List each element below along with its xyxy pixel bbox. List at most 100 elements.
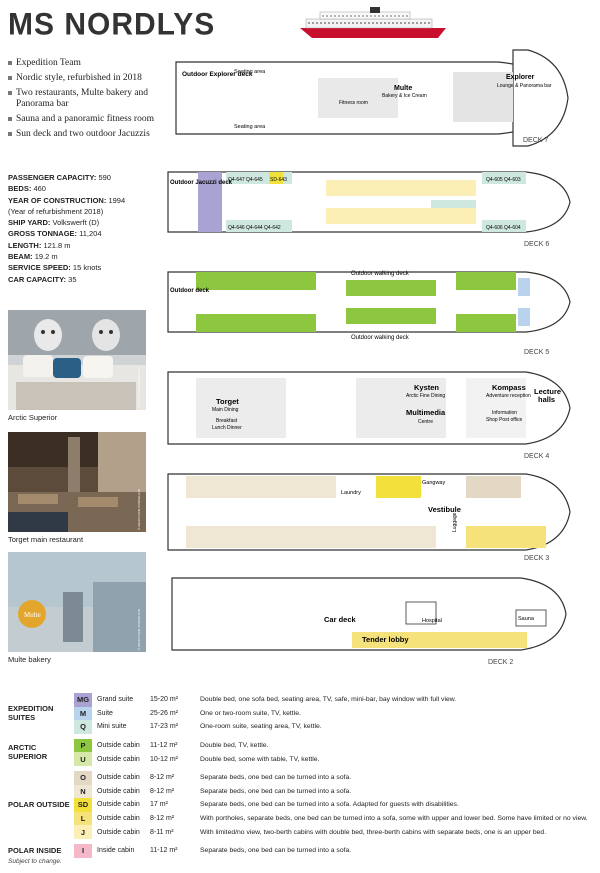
deck-5-plan: Outdoor deck Outdoor walking deck Outdoo… — [167, 271, 571, 356]
multe-sign: Multe — [24, 611, 41, 619]
area-label: Shop Post office — [486, 417, 523, 423]
deck-label: DECK 6 — [524, 241, 549, 248]
legend-group: POLAR OUTSIDE — [8, 800, 70, 810]
deck-label: DECK 3 — [524, 555, 549, 562]
legend-desc: One or two-room suite, TV, kettle. — [200, 709, 301, 717]
area-label: Main Dining — [212, 407, 239, 413]
cabin-label: Q4-645 — [246, 177, 263, 183]
area-label: Outdoor walking deck — [351, 335, 410, 341]
legend-type: Outside cabin — [97, 774, 140, 782]
legend-code: MG — [74, 693, 92, 707]
legend-desc: With limited/no view, two-berth cabins w… — [200, 828, 547, 836]
cabin-label: Q4-644 — [246, 225, 263, 231]
area-label: Seating area — [234, 124, 266, 130]
area-label: Vestibule — [428, 505, 461, 514]
photo-credit: © AGURTXANE CONCELLON — [137, 609, 141, 650]
legend-row: Q Mini suite 17-23 m² One-room suite, se… — [8, 720, 593, 734]
deck-6-plan: Outdoor Jacuzzi deck Q4-647 Q4-645 SD-64… — [167, 171, 571, 248]
legend-desc: Double bed, TV, kettle. — [200, 742, 269, 750]
legend-size: 8-12 m² — [150, 787, 175, 795]
feature-item: Nordic style, refurbished in 2018 — [8, 73, 160, 84]
cabin-label: Q4-642 — [264, 225, 281, 231]
spec-row: SHIP YARD: Volkswerft (D) — [8, 218, 100, 228]
photo-credit: © AGURTXANE CONCELLON — [137, 489, 141, 530]
spec-row: (Year of refurbishment 2018) — [8, 206, 104, 216]
legend-code: N — [74, 784, 92, 799]
legend-row: N Outside cabin 8-12 m² Separate beds, o… — [8, 784, 593, 799]
feature-item: Two restaurants, Multe bakery and Panora… — [8, 88, 160, 110]
feature-item: Sun deck and two outdoor Jacuzzis — [8, 129, 160, 140]
area-label: halls — [538, 395, 555, 404]
area-label: Car deck — [324, 615, 357, 624]
area-label: Outdoor walking deck — [351, 271, 410, 277]
legend-desc: Separate beds, one bed can be turned int… — [200, 847, 352, 855]
area-label: Multe — [394, 85, 412, 92]
area-label: Sauna — [518, 616, 535, 622]
photo-credit: © AGURTXANE CONCELLON — [137, 367, 141, 408]
legend-row: M Suite 25-26 m² One or two-room suite, … — [8, 706, 593, 721]
page-title: MS NORDLYS — [8, 7, 216, 42]
deck-2-plan: Car deck Hospital Tender lobby Sauna DEC… — [171, 577, 567, 666]
cabin-label: Q4-606 — [486, 225, 503, 231]
legend-code: M — [74, 706, 92, 721]
legend-size: 15-20 m² — [150, 696, 179, 704]
legend-code: Q — [74, 720, 92, 734]
cabin-label: Q4-605 — [486, 177, 503, 183]
legend-row: EXPEDITION SUITES MG Grand suite 15-20 m… — [8, 693, 593, 722]
area-label: Laundry — [341, 490, 361, 496]
photo-caption: Multe bakery — [8, 655, 51, 664]
cabin-label: Q4-603 — [504, 177, 521, 183]
footer-note: Subject to change. — [8, 858, 62, 865]
cabin-label: Q4-647 — [228, 177, 245, 183]
feature-item: Expedition Team — [8, 58, 160, 69]
legend-size: 25-26 m² — [150, 709, 179, 717]
legend-size: 8-12 m² — [150, 774, 175, 782]
deck-4-plan: Torget Main Dining Breakfast Lunch Dinne… — [167, 371, 571, 460]
spec-row: SERVICE SPEED: 15 knots — [8, 263, 102, 273]
legend-code: P — [74, 738, 92, 753]
area-label: Kompass — [492, 383, 526, 392]
photo-caption: Torget main restaurant — [8, 535, 84, 544]
torget-restaurant-photo: © AGURTXANE CONCELLON — [8, 432, 146, 532]
ship-specs: PASSENGER CAPACITY: 590 BEDS: 460 YEAR O… — [8, 172, 168, 285]
legend-type: Outside cabin — [97, 787, 140, 795]
legend-row: POLAR INSIDE I Inside cabin 11-12 m² Sep… — [8, 843, 593, 858]
spec-row: YEAR OF CONSTRUCTION: 1994 — [8, 195, 126, 205]
legend-desc: Double bed, one sofa bed, seating area, … — [200, 696, 457, 704]
multe-bakery-photo: Multe © AGURTXANE CONCELLON — [8, 552, 146, 652]
cabin-label: Q4-646 — [228, 225, 245, 231]
area-label: Hospital — [422, 618, 442, 624]
spec-row: CAR CAPACITY: 35 — [8, 274, 77, 284]
legend-size: 11-12 m² — [150, 742, 178, 750]
legend-code: U — [74, 752, 92, 766]
legend-desc: Separate beds, one bed can be turned int… — [200, 801, 459, 809]
legend-row: U Outside cabin 10-12 m² Double bed, som… — [8, 752, 593, 766]
legend-row: J Outside cabin 8-11 m² With limited/no … — [8, 825, 593, 839]
deck-label: DECK 7 — [523, 137, 548, 144]
deck-label: DECK 5 — [524, 349, 549, 356]
arctic-superior-photo: © AGURTXANE CONCELLON — [8, 310, 146, 410]
area-label: Outdoor Jacuzzi deck — [170, 180, 233, 186]
ship-illustration — [300, 7, 446, 38]
legend-type: Outside cabin — [97, 815, 140, 823]
legend-row: POLAR OUTSIDE O Outside cabin 8-12 m² Se… — [8, 770, 593, 809]
area-label: Centre — [418, 419, 433, 425]
legend-size: 8-12 m² — [150, 815, 175, 823]
area-label: Kysten — [414, 383, 439, 392]
area-label: Outdoor deck — [170, 288, 210, 294]
legend-type: Outside cabin — [97, 828, 140, 836]
deck-label: DECK 2 — [488, 659, 513, 666]
legend-row: SD Outside cabin 17 m² Separate beds, on… — [8, 798, 593, 812]
area-label: Lecture — [534, 387, 561, 396]
area-label: Torget — [216, 397, 239, 406]
legend-size: 17-23 m² — [150, 723, 179, 731]
legend-code: L — [74, 811, 92, 826]
legend-group: POLAR INSIDE — [8, 846, 62, 856]
legend-row: ARCTIC SUPERIOR P Outside cabin 11-12 m²… — [8, 738, 593, 761]
spec-row: BEDS: 460 — [8, 184, 46, 194]
legend-code: J — [74, 825, 92, 839]
legend-size: 10-12 m² — [150, 755, 179, 763]
deck-7-plan: Outdoor Explorer deck Seating area Seati… — [175, 49, 569, 147]
area-label: Adventure reception — [486, 393, 531, 399]
area-label: Fitness room — [339, 100, 368, 106]
